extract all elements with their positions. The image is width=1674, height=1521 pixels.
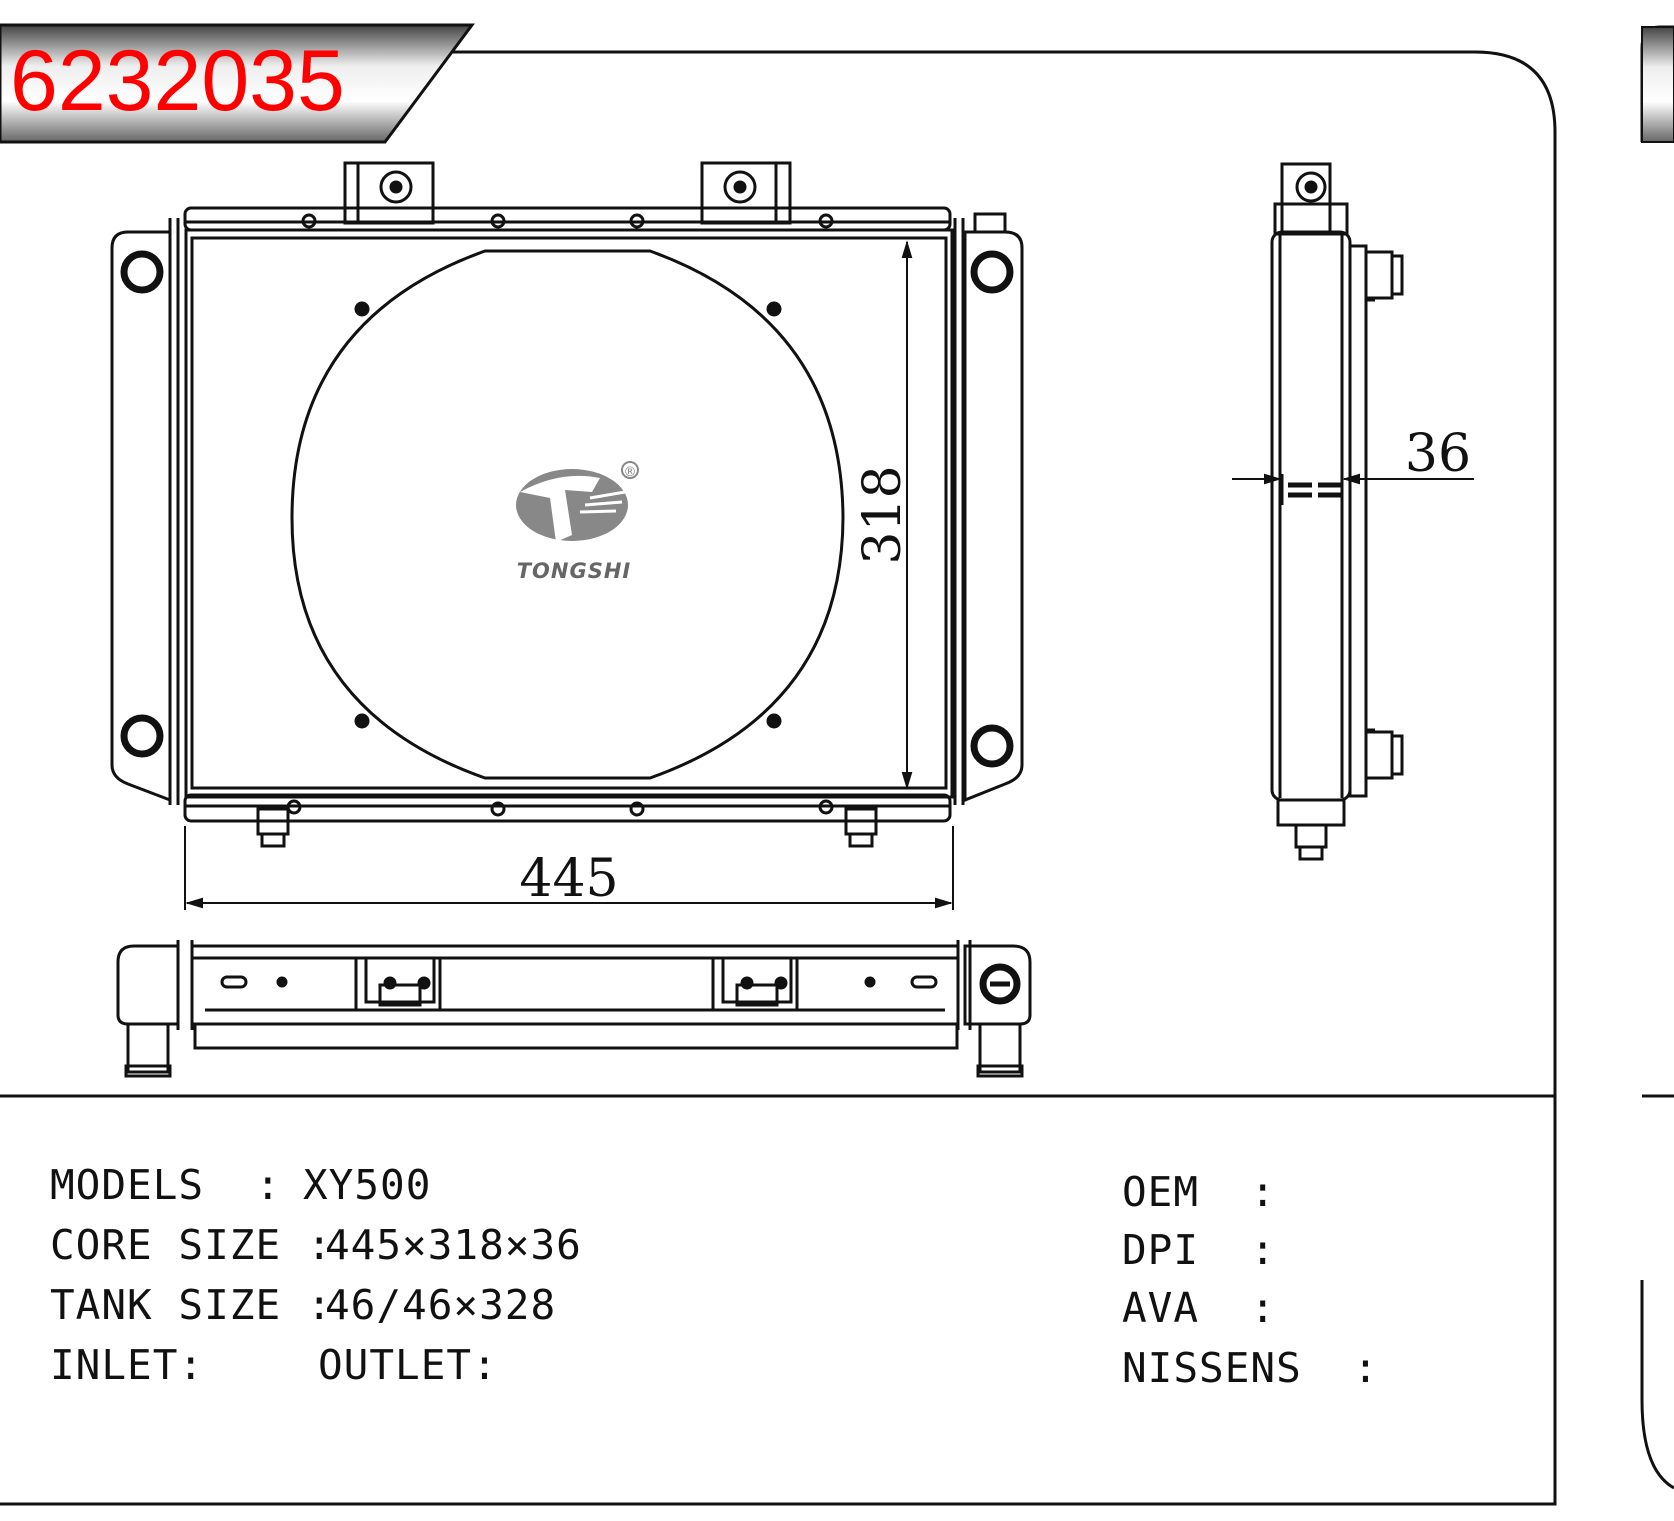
part-number: 6232035 bbox=[10, 33, 345, 129]
top-bracket-right bbox=[700, 161, 792, 225]
core-size-value: 445×318×36 bbox=[325, 1221, 582, 1269]
fan-shroud bbox=[290, 249, 845, 780]
width-dimension-label: 445 bbox=[519, 849, 618, 909]
oem-label: OEM : bbox=[1122, 1168, 1277, 1216]
top-view bbox=[116, 940, 1032, 1078]
left-side-plate bbox=[110, 230, 172, 803]
core-size-label: CORE SIZE : bbox=[50, 1221, 333, 1269]
inlet-label: INLET: bbox=[50, 1341, 205, 1389]
height-dimension-label: 318 bbox=[853, 465, 913, 564]
width-dimension bbox=[184, 826, 954, 910]
tank-size-value: 46/46×328 bbox=[325, 1281, 557, 1329]
dpi-label: DPI : bbox=[1122, 1226, 1277, 1274]
part-number-badge bbox=[0, 23, 475, 144]
front-view bbox=[110, 161, 1024, 848]
brand-name: TONGSHI bbox=[517, 559, 632, 583]
top-bracket-left bbox=[343, 161, 435, 225]
registered-mark: ® bbox=[624, 465, 637, 480]
ava-label: AVA : bbox=[1122, 1284, 1277, 1332]
side-view bbox=[1270, 162, 1404, 861]
models-label: MODELS : bbox=[50, 1161, 282, 1209]
models-value: XY500 bbox=[303, 1161, 432, 1209]
outlet-label: OUTLET: bbox=[318, 1341, 498, 1389]
tank-size-label: TANK SIZE : bbox=[50, 1281, 333, 1329]
right-side-plate bbox=[963, 230, 1024, 803]
nissens-label: NISSENS : bbox=[1122, 1344, 1379, 1392]
thickness-dimension-label: 36 bbox=[1405, 424, 1471, 484]
tongshi-logo: ® TONGSHI bbox=[516, 461, 639, 583]
